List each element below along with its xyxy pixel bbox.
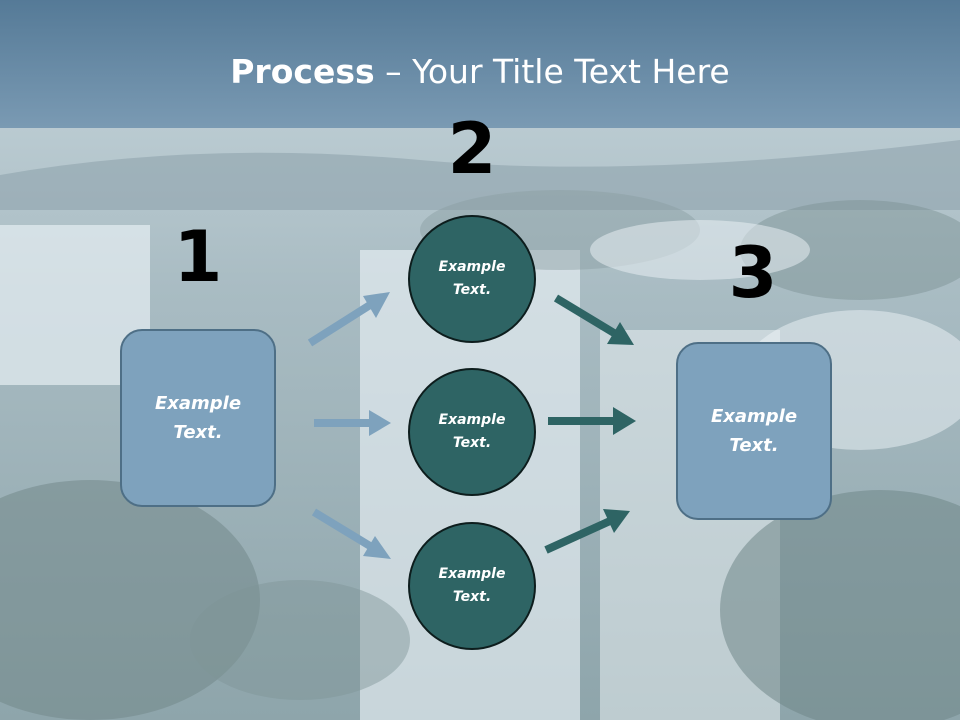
slide-title: Process – Your Title Text Here — [0, 52, 960, 91]
step-2-top-text: Example Text. — [438, 259, 506, 298]
step-1-box: Example Text. — [120, 329, 276, 507]
step-3-box: Example Text. — [676, 342, 832, 520]
step-2-bottom-text: Example Text. — [438, 566, 506, 605]
arrow-1-to-bottom — [311, 508, 391, 559]
step-2-circle-bottom: Example Text. — [408, 522, 536, 650]
step-1-text: Example Text. — [154, 393, 242, 443]
step-number-2: 2 — [447, 108, 497, 190]
arrow-middle-to-3 — [548, 407, 636, 435]
step-2-circle-middle: Example Text. — [408, 368, 536, 496]
arrow-bottom-to-3 — [544, 509, 630, 554]
arrow-1-to-middle — [314, 410, 391, 436]
step-3-text: Example Text. — [710, 406, 798, 456]
title-bold-text: Process — [230, 52, 375, 91]
step-2-middle-text: Example Text. — [438, 412, 506, 451]
step-number-3: 3 — [728, 232, 778, 314]
arrow-top-to-3 — [553, 294, 634, 345]
title-rest-text: – Your Title Text Here — [374, 52, 730, 91]
step-2-circle-top: Example Text. — [408, 215, 536, 343]
step-number-1: 1 — [173, 216, 223, 298]
arrow-1-to-top — [307, 292, 390, 347]
